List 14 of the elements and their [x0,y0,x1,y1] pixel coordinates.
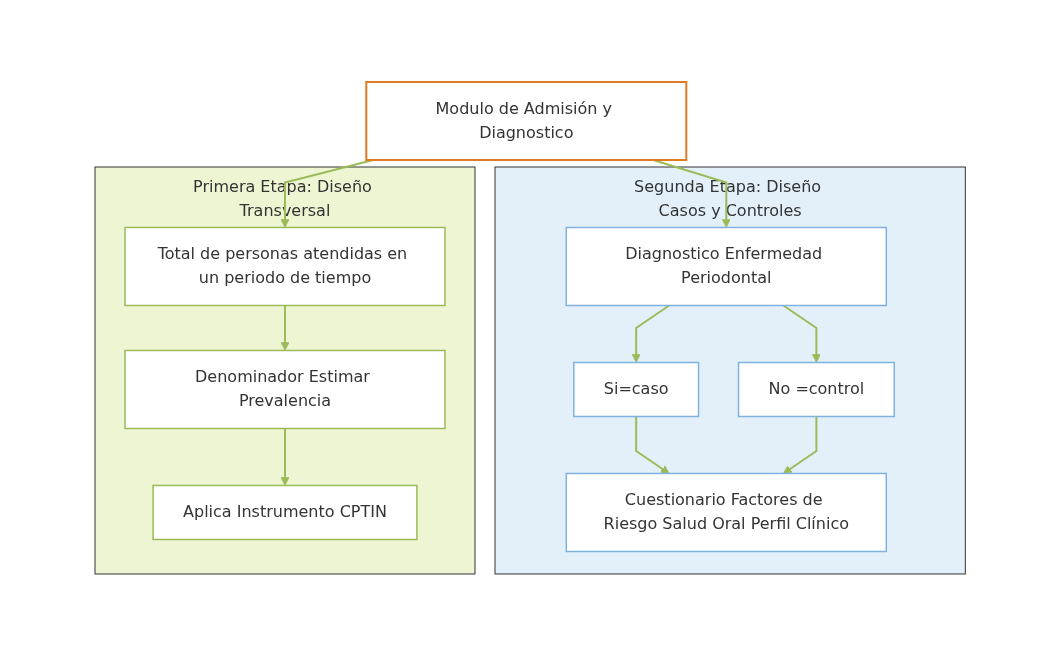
node-box: Cuestionario Factores de Riesgo Salud Oral Perfil Clínico [565,472,888,553]
node-box: Aplica Instrumento CPTIN [152,484,418,541]
arrow [280,304,290,351]
arrow [783,415,818,474]
arrow [635,415,670,474]
node-box: Diagnostico Enfermedad Periodontal [565,226,888,307]
node-box: Total de personas atendidas en un periodo de tiempo [124,226,447,307]
arrow [632,304,671,363]
node-box: Si=caso [573,361,700,418]
arrow [782,304,822,363]
arrow [280,427,290,486]
node-box: Denominador Estimar Prevalencia [124,349,447,430]
node-box: No =control [738,361,896,418]
node-box: Modulo de Admisión y Diagnostico [365,81,688,161]
